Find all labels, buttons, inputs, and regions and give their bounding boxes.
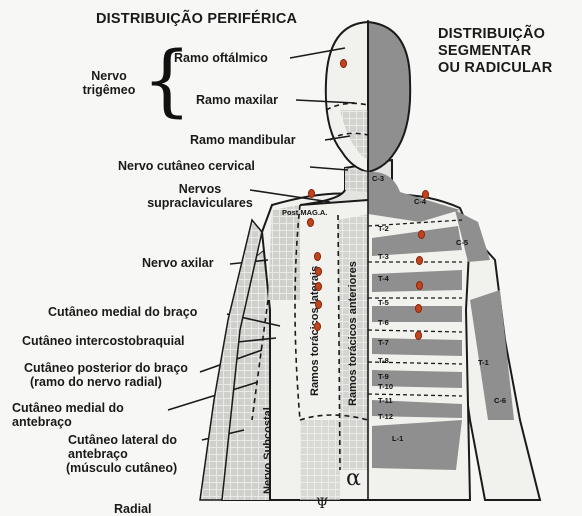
label-posterior-arm-2: (ramo do nervo radial) (30, 376, 162, 389)
marker-dot (340, 59, 347, 68)
segment-label: T-11 (378, 396, 393, 405)
label-posterior-arm-1: Cutâneo posterior do braço (24, 362, 188, 375)
segment-label: T-5 (378, 298, 389, 307)
marker-dot (314, 252, 321, 261)
label-supraclav-1: Nervos (134, 183, 266, 196)
segment-label: C-3 (372, 174, 384, 183)
marker-dot (416, 256, 423, 265)
head-right-shade (368, 22, 410, 172)
label-intercostobrachial: Cutâneo intercostobraquial (22, 335, 185, 348)
title-segmental-3: OU RADICULAR (438, 60, 552, 77)
label-trigeminal-2: trigêmeo (76, 84, 142, 97)
label-medial-forearm-1: Cutâneo medial do (12, 402, 124, 415)
marker-dot (315, 267, 322, 276)
label-lateral-forearm-1: Cutâneo lateral do (68, 434, 177, 447)
segment-label: T-1 (478, 358, 489, 367)
title-segmental-1: DISTRIBUIÇÃO (438, 26, 545, 43)
label-medial-forearm-2: antebraço (12, 416, 72, 429)
label-maxillary: Ramo maxilar (196, 94, 278, 107)
segment-label: T-7 (378, 338, 389, 347)
segment-label: C-6 (494, 396, 506, 405)
label-lateral-forearm-2: antebraço (68, 448, 128, 461)
label-subcostal: Nervo Subcostal (262, 407, 274, 494)
label-supraclav-2: supraclaviculares (134, 197, 266, 210)
marker-dot (307, 218, 314, 227)
label-axillary: Nervo axilar (142, 257, 214, 270)
marker-dot (415, 331, 422, 340)
label-trigeminal-1: Nervo (76, 70, 142, 83)
segment-label: T-12 (378, 412, 393, 421)
segment-label: L-1 (392, 434, 403, 443)
label-cervical: Nervo cutâneo cervical (118, 160, 255, 173)
marker-dot (422, 190, 429, 199)
segment-label: T-10 (378, 382, 393, 391)
marker-dot (415, 304, 422, 313)
marker-dot (314, 322, 321, 331)
segment-label: T-6 (378, 318, 389, 327)
alpha-symbol: α (346, 466, 361, 491)
segment-label: T-8 (378, 356, 389, 365)
label-lateral-forearm-3: (músculo cutâneo) (66, 462, 177, 475)
label-medial-arm: Cutâneo medial do braço (48, 306, 197, 319)
segment-label: T-4 (378, 274, 389, 283)
label-mandibular: Ramo mandibular (190, 134, 296, 147)
marker-dot (315, 282, 322, 291)
segment-label: C-5 (456, 238, 468, 247)
marker-dot (308, 189, 315, 198)
segment-label: T-2 (378, 224, 389, 233)
psi-symbol: Ψ (316, 496, 328, 512)
segment-label: T-9 (378, 372, 389, 381)
marker-dot (315, 300, 322, 309)
label-anterior-thoracic: Ramos torácicos anteriores (347, 261, 359, 406)
marker-dot (418, 230, 425, 239)
label-shoulder-small: Post.MAG.A. (282, 208, 327, 217)
neck-grid (345, 168, 368, 192)
title-segmental-2: SEGMENTAR (438, 43, 531, 60)
title-peripheral: DISTRIBUIÇÃO PERIFÉRICA (96, 11, 297, 28)
marker-dot (416, 281, 423, 290)
segment-label: T-3 (378, 252, 389, 261)
label-radial: Radial (114, 503, 152, 516)
label-ophthalmic: Ramo oftálmico (174, 52, 268, 65)
